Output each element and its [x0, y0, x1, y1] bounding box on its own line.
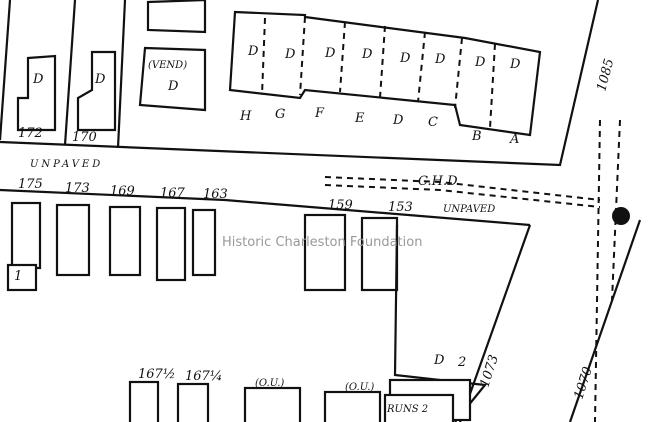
- building: [138, 46, 207, 112]
- dwelling-code: D: [509, 57, 521, 72]
- dwelling-code: D: [32, 72, 44, 87]
- street-name: UNPAVED: [443, 204, 495, 215]
- house-number: 170: [72, 130, 97, 145]
- marker-dot: [612, 207, 630, 225]
- block-boundary: [0, 0, 600, 167]
- house-number: 163: [203, 187, 228, 202]
- unit-label: F: [314, 106, 325, 121]
- unit-label: G: [275, 107, 285, 122]
- house-number: 167¼: [185, 369, 222, 384]
- unit-divider: [261, 16, 496, 129]
- street-label: C.H.D: [418, 174, 458, 189]
- street-line: [324, 119, 621, 422]
- watermark: Historic Charleston Foundation: [222, 235, 422, 250]
- lot-line: [0, 188, 531, 227]
- unit-label: D: [392, 113, 404, 128]
- dwelling-code: D: [433, 353, 445, 368]
- house-number: 1070: [572, 365, 596, 401]
- house-number: 153: [388, 200, 413, 215]
- dwelling-code: D: [474, 55, 486, 70]
- dwelling-code: D: [324, 46, 336, 61]
- dwelling-code: D: [361, 47, 373, 62]
- story-count: 2: [457, 355, 466, 370]
- house-number: 175: [18, 177, 43, 192]
- house-number: 172: [18, 126, 43, 141]
- dwelling-code: D: [399, 51, 411, 66]
- occupancy-label: (O.U.): [345, 382, 374, 393]
- dwelling-code: D: [434, 52, 446, 67]
- unit-label: H: [239, 109, 252, 124]
- house-number: 159: [328, 198, 353, 213]
- building: [16, 54, 57, 132]
- house-number: 167: [160, 186, 186, 201]
- unit-label: E: [354, 111, 365, 126]
- occupancy-label: RUNS 2: [386, 404, 428, 415]
- unit-label: A: [509, 132, 519, 147]
- dwelling-code: D: [247, 44, 259, 59]
- house-number: 1085: [594, 57, 617, 93]
- dwelling-code: D: [94, 72, 106, 87]
- street-name: UNPAVED: [30, 159, 103, 170]
- story-count: 1: [14, 269, 22, 284]
- house-number: 173: [65, 181, 90, 196]
- building: [76, 50, 117, 132]
- house-number: 169: [110, 184, 135, 199]
- unit-label: C: [428, 115, 438, 130]
- occupancy-label: (O.U.): [255, 378, 284, 389]
- occupancy-label: (VEND): [148, 60, 187, 71]
- unit-label: B: [471, 129, 482, 144]
- bottom-houses: [128, 380, 455, 422]
- house-number: 1073: [478, 353, 502, 389]
- lot-line: [0, 0, 127, 149]
- house-number: 167½: [138, 367, 175, 382]
- dwelling-code: D: [167, 79, 179, 94]
- building: [146, 0, 207, 34]
- dwelling-code: D: [284, 47, 296, 62]
